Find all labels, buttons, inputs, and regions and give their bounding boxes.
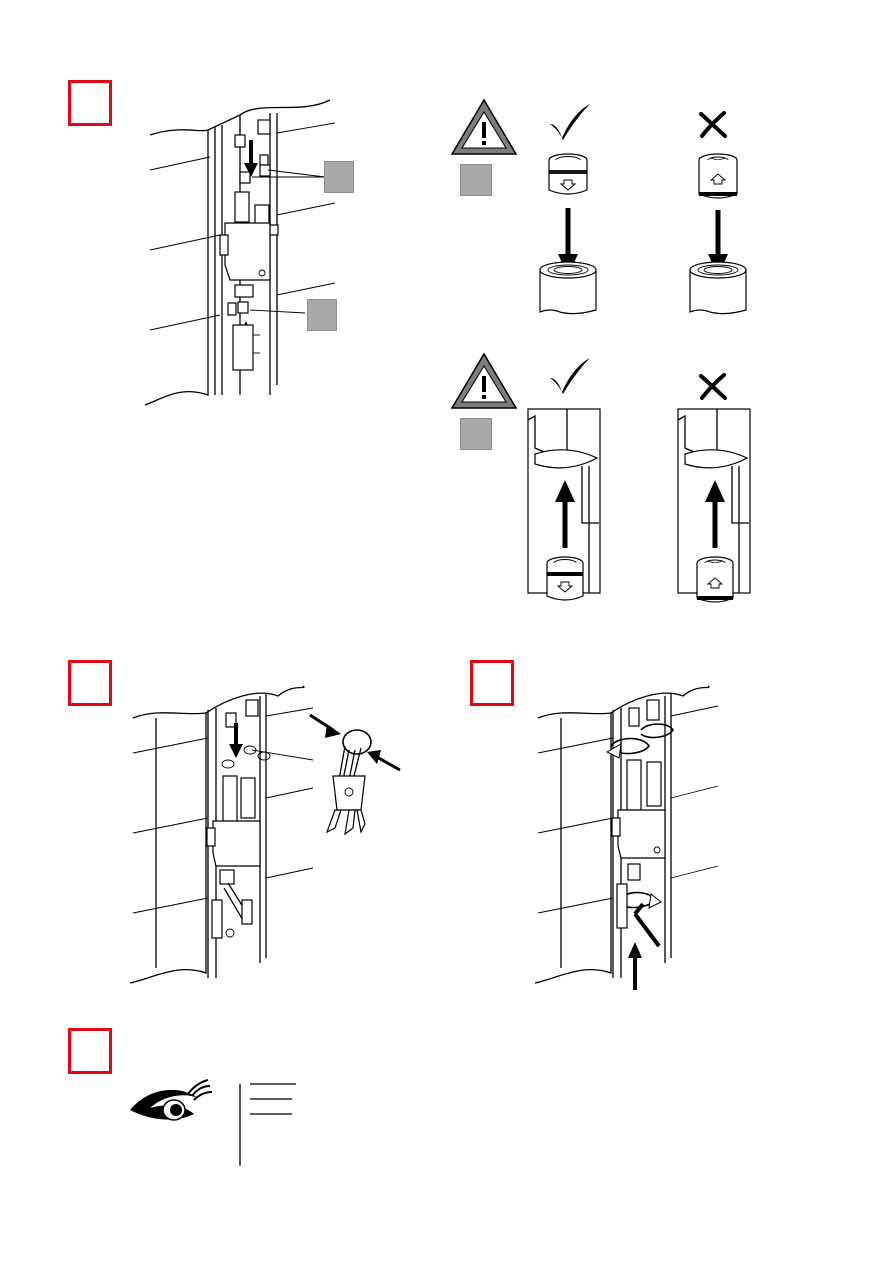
illustration-valve-assembly-2 — [128, 678, 328, 988]
step-frame-1 — [68, 80, 112, 126]
cross-icon — [698, 110, 728, 138]
checkmark-icon — [548, 356, 592, 396]
illustration-o-ring-tool — [305, 710, 405, 840]
warning-triangle-icon — [450, 98, 518, 156]
inspection-checklist-lines — [236, 1080, 306, 1170]
illustration-cartridge-correct-1 — [530, 150, 610, 315]
callout-marker-w2 — [460, 418, 492, 450]
step-frame-4 — [68, 1028, 112, 1074]
callout-marker-w1 — [460, 164, 492, 196]
callout-marker-1b — [307, 299, 337, 331]
illustration-valve-assembly-1 — [140, 95, 380, 410]
step-frame-2 — [68, 660, 112, 706]
callout-marker-1a — [324, 161, 354, 193]
warning-triangle-icon — [450, 352, 518, 410]
cross-icon — [698, 372, 728, 400]
step-frame-3 — [470, 660, 514, 706]
illustration-cartridge-correct-2 — [527, 408, 602, 608]
illustration-valve-assembly-3 — [533, 678, 733, 998]
illustration-cartridge-wrong-2 — [677, 408, 752, 608]
eye-icon — [128, 1078, 213, 1128]
checkmark-icon — [548, 102, 592, 142]
illustration-cartridge-wrong-1 — [680, 150, 760, 315]
